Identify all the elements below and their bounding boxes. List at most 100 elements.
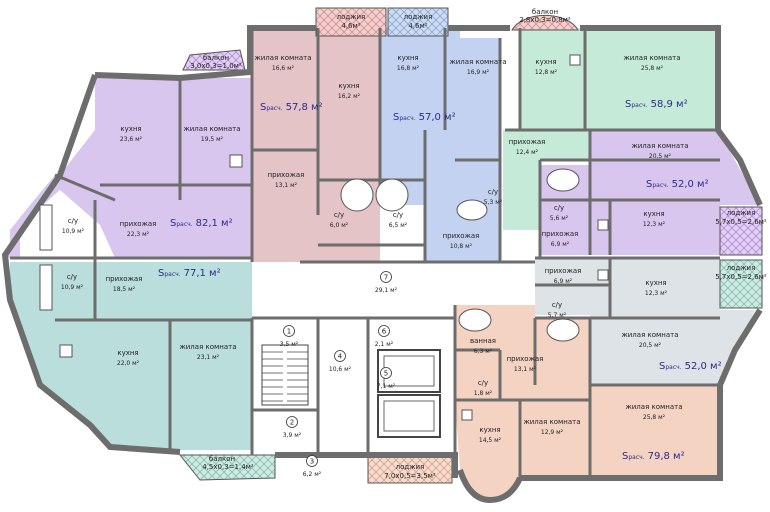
- exterior-wall-top-left: [94, 25, 316, 82]
- apartment-area-52-0-bottom: Sрасч.52,0 м²: [659, 361, 722, 372]
- stove-icon: [569, 54, 581, 66]
- room-name-hall-22-3: прихожая: [120, 220, 157, 228]
- room-area-kitchen-12-3a: 12,3 м²: [643, 221, 666, 228]
- room-area-su-1-8: 1,8 м²: [474, 390, 493, 397]
- room-name-living-20-5b: жилая комната: [621, 331, 678, 339]
- common-room-number: 6: [382, 328, 387, 336]
- room-name-su-6-5: с/у: [393, 211, 403, 219]
- loggia-4-size: 5,7х0,5=2,6м²: [715, 273, 767, 281]
- room-area-hall-13-1: 13,1 м²: [275, 182, 298, 189]
- room-name-living-16-6: жилая комната: [254, 54, 311, 62]
- room-area-hall-22-3: 22,3 м²: [127, 231, 150, 238]
- room-area-living-16-9: 16,9 м²: [467, 69, 490, 76]
- room-name-su-1-8: с/у: [478, 379, 488, 387]
- room-name-su-6-0: с/у: [334, 211, 344, 219]
- loggia-1: [315, 7, 387, 37]
- bathtub-icon: [458, 308, 492, 332]
- room-area-su-6-0: 6,0 м²: [330, 222, 349, 229]
- room-name-su-5-7: с/у: [552, 301, 562, 309]
- balcony-2: [511, 14, 579, 31]
- apartment-area-57-0: Sрасч.57,0 м²: [393, 112, 456, 123]
- room-area-kitchen-23-6: 23,6 м²: [120, 136, 143, 143]
- room-name-kitchen-22-0: кухня: [117, 349, 138, 357]
- apartment-area-82: Sрасч.82,1 м²: [170, 218, 233, 229]
- common-room-area: 29,1 м²: [375, 287, 398, 294]
- walls: [1, 25, 763, 504]
- exterior-wall-bottom: [275, 452, 458, 478]
- bathtub-icon: [546, 318, 580, 342]
- room-area-living-23-1: 23,1 м²: [197, 354, 220, 361]
- room-area-su-10-9b: 10,9 м²: [61, 284, 84, 291]
- room-name-living-25-8b: жилая комната: [625, 403, 682, 411]
- room-area-su-6-5: 6,5 м²: [389, 222, 408, 229]
- room-name-su-10-9a: с/у: [68, 217, 78, 225]
- room-area-hall-13-1b: 13,1 м²: [514, 366, 537, 373]
- loggia-2: [387, 7, 449, 37]
- common-room-area: 3,5 м²: [280, 341, 299, 348]
- apartment-area-57-8: Sрасч.57,8 м²: [260, 102, 323, 113]
- loggia-5-title: лоджия: [396, 463, 425, 471]
- room-name-bath-6-3: ванная: [470, 337, 496, 345]
- room-name-living-16-9: жилая комната: [449, 58, 506, 66]
- common-room-number: 5: [384, 370, 388, 378]
- outdoor-spaces: [178, 7, 763, 484]
- common-room-number-badge: [334, 350, 346, 362]
- room-name-hall-10-8: прихожая: [443, 232, 480, 240]
- loggia-3: [719, 206, 763, 256]
- stove-icon: [597, 269, 609, 281]
- stair-well: [261, 344, 309, 406]
- room-name-hall-6-9b: прихожая: [545, 267, 582, 275]
- room-area-kitchen-12-8: 12,8 м²: [535, 69, 558, 76]
- balcony-2-size: 2,8х0,3=0,8м²: [519, 16, 571, 24]
- wall: [54, 173, 116, 202]
- common-room-number-badge: [283, 325, 295, 337]
- common-room-area: 6,2 м²: [303, 471, 322, 478]
- apartment-area-77: Sрасч.77,1 м²: [158, 268, 221, 279]
- room-area-hall-12-4: 12,4 м²: [516, 149, 539, 156]
- room-name-su-10-9b: с/у: [67, 273, 77, 281]
- loggia-1-size: 4,6м²: [341, 22, 360, 30]
- room-area-su-10-9a: 10,9 м²: [62, 228, 85, 235]
- apartment-area-52-0-top: Sрасч.52,0 м²: [646, 179, 709, 190]
- room-area-living-19-5: 19,5 м²: [201, 136, 224, 143]
- balcony-3-title: балкон: [209, 455, 235, 463]
- room-name-kitchen-23-6: кухня: [120, 125, 141, 133]
- apartment-area-labels: Sрасч.82,1 м² Sрасч.77,1 м² Sрасч.57,8 м…: [158, 99, 722, 462]
- loggia-5-size: 7,0х0,5=3,5м²: [384, 472, 436, 480]
- elevator-shaft-2: [377, 394, 441, 438]
- common-room-number-badge: [380, 271, 392, 283]
- loggia-1-title: лоджия: [337, 13, 366, 21]
- loggia-4-title: лоджия: [727, 264, 756, 272]
- room-name-living-19-5: жилая комната: [183, 125, 240, 133]
- room-name-kitchen-16-8: кухня: [397, 54, 418, 62]
- room-area-hall-6-9a: 6,9 м²: [551, 241, 570, 248]
- room-name-kitchen-14-5: кухня: [479, 426, 500, 434]
- room-area-living-20-5b: 20,5 м²: [639, 342, 662, 349]
- exterior-bay-bottom: [457, 468, 523, 504]
- room-name-living-12-9: жилая комната: [523, 418, 580, 426]
- room-name-hall-12-4: прихожая: [509, 138, 546, 146]
- balcony-1-title: балкон: [203, 54, 229, 62]
- room-name-kitchen-12-8: кухня: [535, 58, 556, 66]
- common-room-number: 1: [287, 328, 291, 336]
- common-room-number: 3: [310, 458, 314, 466]
- loggia-3-size: 5,7х0,5=2,6м²: [715, 218, 767, 226]
- room-area-living-20-5a: 20,5 м²: [649, 153, 672, 160]
- apartment-82-kitchen-fill: [5, 75, 180, 255]
- balcony-1-size: 3,0х0,3=1,0м²: [190, 62, 242, 70]
- bathtub-icon: [39, 264, 53, 311]
- room-name-kitchen-12-3b: кухня: [645, 279, 666, 287]
- balcony-2-title: балкон: [532, 8, 558, 16]
- balcony-3-size: 4,5х0,3=1,4м²: [202, 463, 254, 471]
- loggia-4: [719, 259, 763, 309]
- loggia-3-title: лоджия: [727, 209, 756, 217]
- stove-icon: [461, 409, 473, 421]
- room-name-hall-13-1b: прихожая: [507, 355, 544, 363]
- common-room-number: 4: [338, 353, 343, 361]
- apartment-area-58-9: Sрасч.58,9 м²: [625, 99, 688, 110]
- room-name-su-5-3: с/у: [488, 188, 498, 196]
- room-name-living-23-1: жилая комната: [179, 343, 236, 351]
- elevator-car-2: [383, 400, 435, 432]
